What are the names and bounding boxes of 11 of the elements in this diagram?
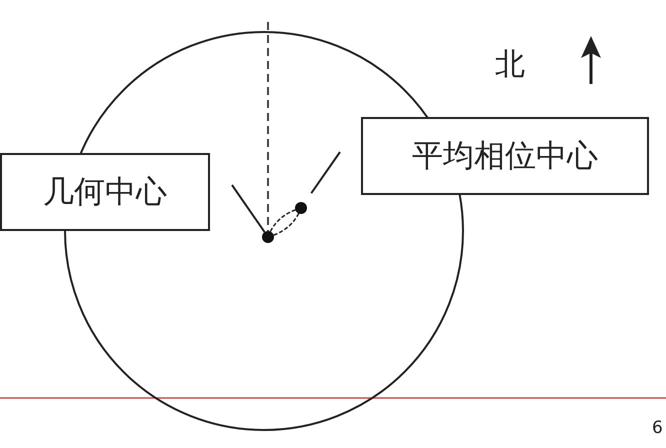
center-dot [262, 231, 274, 243]
page-number: 6 [652, 418, 663, 438]
leader-line [310, 151, 341, 194]
label-box [361, 117, 649, 195]
leader-line [231, 184, 266, 233]
center-dot [295, 202, 307, 214]
north-label: 北 [495, 46, 525, 84]
node-label: 平均相位中心 [412, 137, 598, 176]
offset-lens [267, 207, 302, 238]
label-box [0, 153, 210, 231]
node-label: 几何中心 [43, 173, 167, 212]
